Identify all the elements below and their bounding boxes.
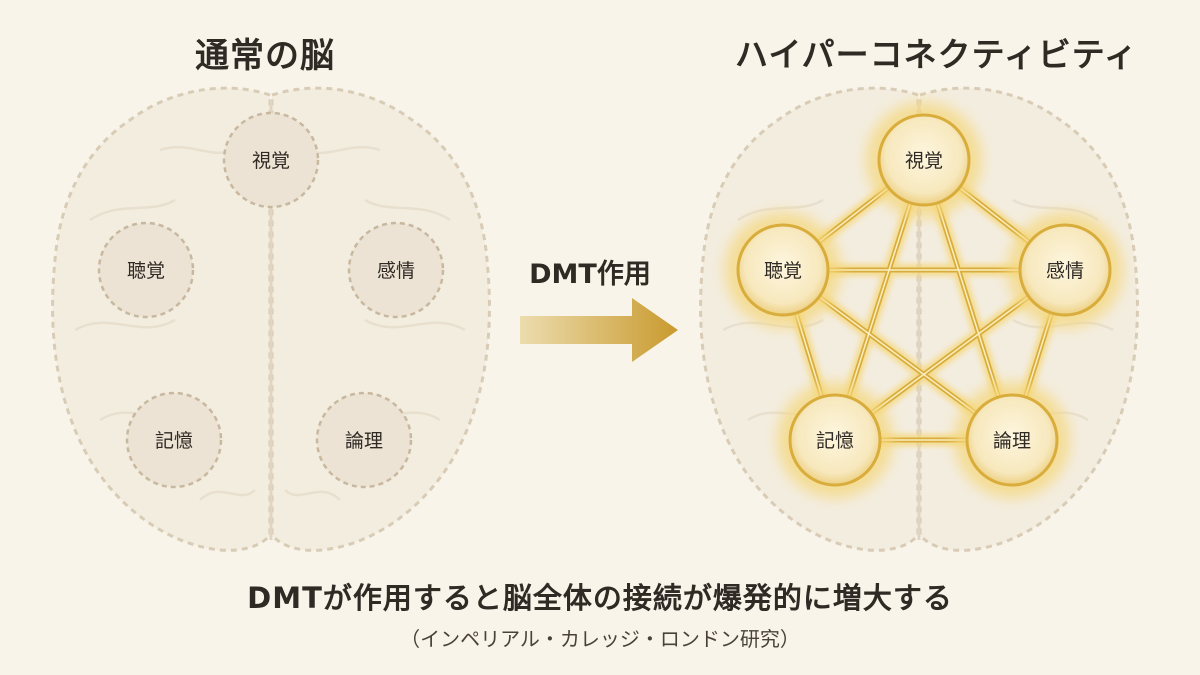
node-label: 感情 <box>377 260 415 282</box>
node-label: 視覚 <box>252 150 290 172</box>
node-vision-connected: 視覚 <box>866 102 982 218</box>
node-label: 記憶 <box>816 430 854 452</box>
node-label: 論理 <box>345 430 383 452</box>
node-label: 聴覚 <box>127 260 165 282</box>
node-label: 記憶 <box>155 430 193 452</box>
caption: DMTが作用すると脳全体の接続が爆発的に増大する <box>247 581 953 615</box>
node-emotion-connected: 感情 <box>1007 212 1123 328</box>
title-hyperconnectivity: ハイパーコネクティビティ <box>735 35 1138 74</box>
normal-brain: 視覚 聴覚 感情 記憶 論理 <box>51 86 491 552</box>
node-label: 感情 <box>1046 260 1084 282</box>
node-label: 論理 <box>993 430 1031 452</box>
subcaption-source: （インペリアル・カレッジ・ロンドン研究） <box>400 627 800 651</box>
node-memory-normal: 記憶 <box>125 391 223 489</box>
node-logic-connected: 論理 <box>954 382 1070 498</box>
node-emotion-normal: 感情 <box>347 221 445 319</box>
node-vision-normal: 視覚 <box>222 111 320 209</box>
node-label: 聴覚 <box>764 260 802 282</box>
arrow-icon <box>520 298 678 362</box>
hyperconnected-brain: 視覚 聴覚 感情 記憶 論理 <box>699 86 1139 552</box>
node-hearing-normal: 聴覚 <box>97 221 195 319</box>
node-memory-connected: 記憶 <box>777 382 893 498</box>
node-label: 視覚 <box>905 150 943 172</box>
arrow-label: DMT作用 <box>529 259 651 290</box>
node-hearing-connected: 聴覚 <box>725 212 841 328</box>
node-logic-normal: 論理 <box>315 391 413 489</box>
title-normal-brain: 通常の脳 <box>195 36 335 76</box>
